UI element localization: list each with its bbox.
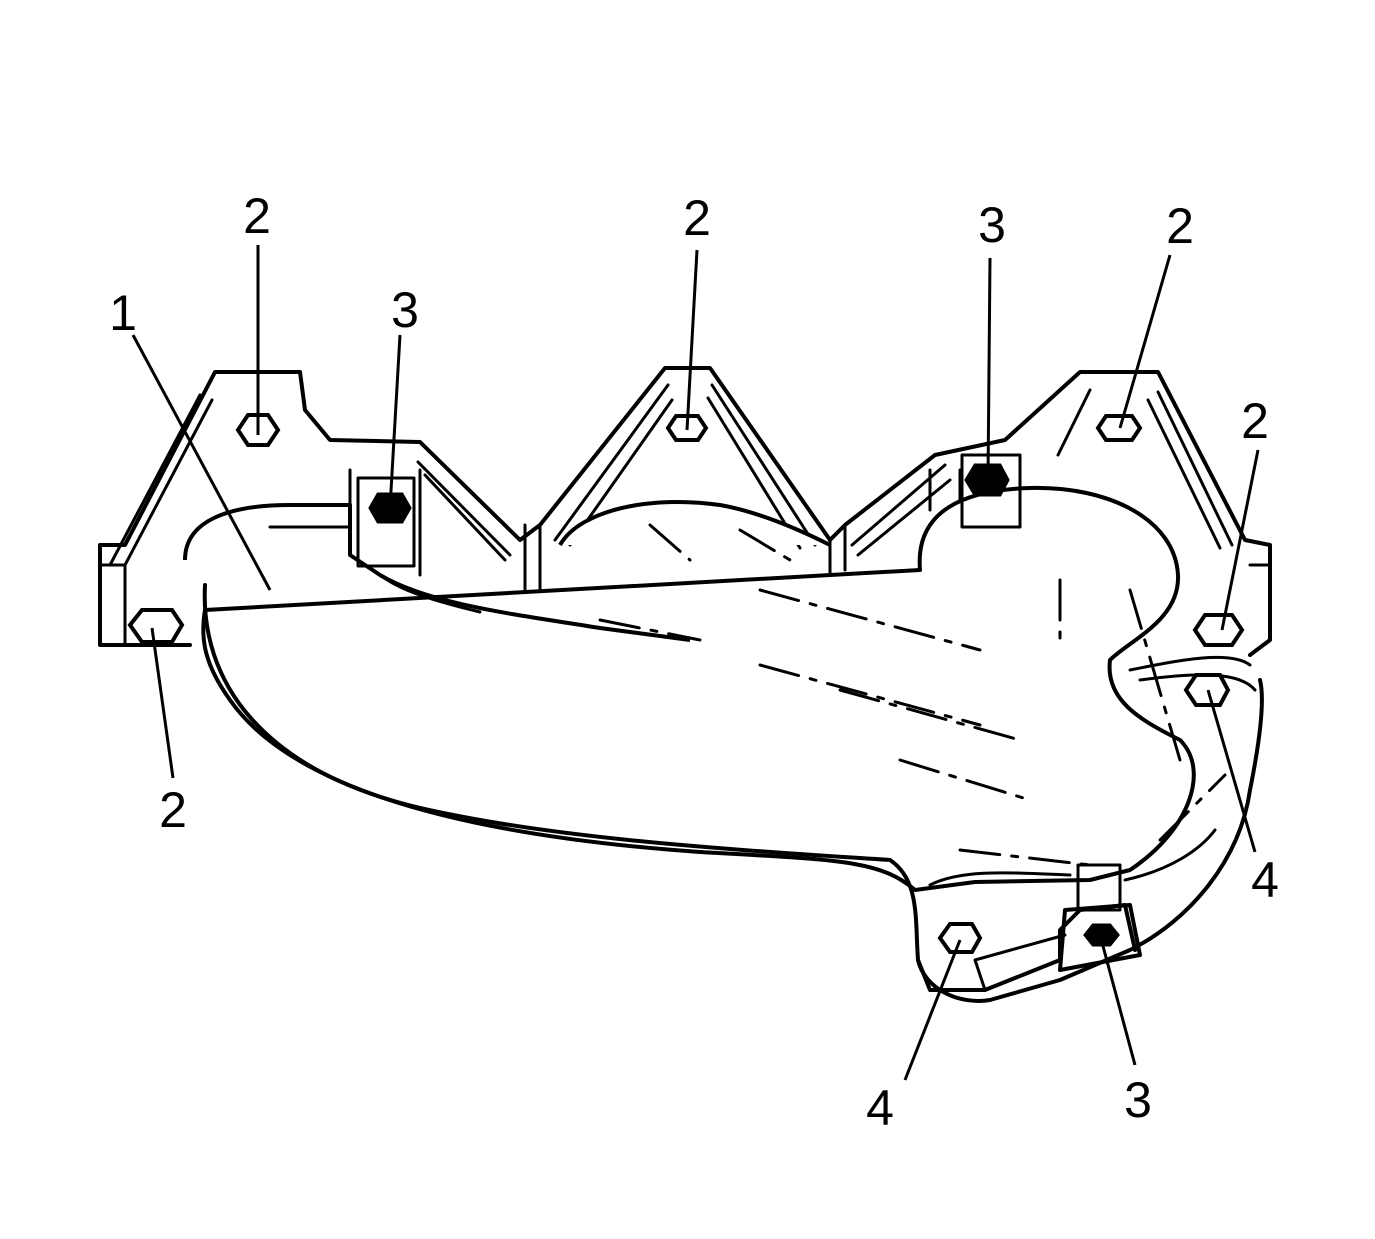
leader-lines [131, 245, 1260, 1081]
callout-1-manifold: 1 [109, 285, 137, 341]
bolt-hole-icon [1183, 673, 1231, 707]
callout-2-label: 2 [243, 188, 271, 244]
flange-bolt-hole-icon [1095, 414, 1143, 442]
callout-3-label: 3 [1124, 1072, 1152, 1128]
callout-2-label: 2 [1241, 393, 1269, 449]
stud-nut-icon [964, 463, 1010, 497]
flange-bolt-hole-icon [127, 608, 185, 644]
callout-3-label: 3 [978, 197, 1006, 253]
flange-bolt-hole-icon [1192, 613, 1245, 647]
callout-2-label: 2 [159, 782, 187, 838]
manifold-body [183, 468, 1264, 1003]
bolt-hole-icon [937, 922, 983, 954]
manifold-flange [98, 366, 1272, 657]
callout-labels: 1 2 2 2 2 2 3 3 3 4 4 [109, 188, 1279, 1136]
callout-2-label: 2 [683, 190, 711, 246]
callout-3-label: 3 [391, 282, 419, 338]
callout-4-label: 4 [1251, 852, 1279, 908]
callout-4-label: 4 [866, 1080, 894, 1136]
callout-2-label: 2 [1166, 198, 1194, 254]
